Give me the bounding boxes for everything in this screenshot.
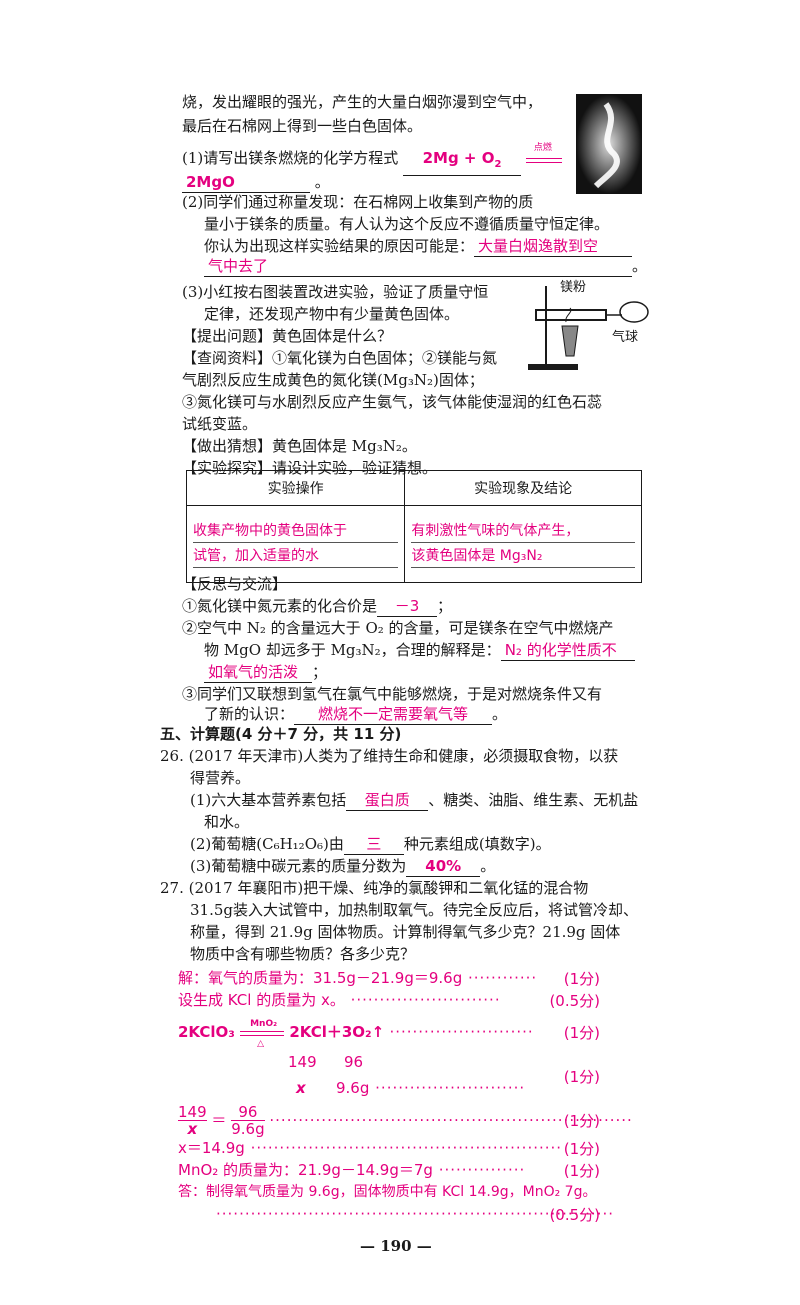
q2-line-2: 量小于镁条的质量。有人认为这个反应不遵循质量守恒定律。 bbox=[204, 215, 610, 233]
q26-s1-2: 和水。 bbox=[204, 813, 250, 831]
q2-line-1: (2)同学们通过称量发现：在石棉网上收集到产物的质 bbox=[182, 193, 534, 211]
sol-answer-dots: ········································… bbox=[216, 1205, 614, 1223]
section-5-title: 五、计算题(4 分＋7 分，共 11 分) bbox=[160, 725, 402, 743]
q26-s1: (1)六大基本营养素包括蛋白质、糖类、油脂、维生素、无机盐 bbox=[190, 791, 639, 811]
q1-answer-left: 2Mg + O2 bbox=[403, 148, 522, 176]
sol-score-mno2: (1分) bbox=[563, 1162, 600, 1180]
apparatus-drawing-icon bbox=[528, 286, 649, 370]
q3-line-1: (3)小红按右图装置改进实验，验证了质量守恒 bbox=[182, 283, 489, 301]
ratio-top-a: 149 bbox=[288, 1053, 317, 1071]
ratio-bot-a: x bbox=[296, 1079, 306, 1097]
q2-answer-1: 大量白烟逸散到空 bbox=[474, 236, 633, 257]
sol-score-1: (1分) bbox=[563, 970, 600, 988]
table-cell-operation: 收集产物中的黄色固体于 试管，加入适量的水 bbox=[185, 505, 406, 583]
q27-line-4: 物质中含有哪些物质？各多少克？ bbox=[190, 945, 416, 963]
table-header-result: 实验现象及结论 bbox=[404, 470, 642, 506]
q1-line: (1)请写出镁条燃烧的化学方程式 2Mg + O2 点燃 bbox=[182, 143, 562, 176]
apparatus-label-mg: 镁粉 bbox=[560, 280, 587, 295]
q26-s2: (2)葡萄糖(C₆H₁₂O₆)由三种元素组成(填数字)。 bbox=[190, 835, 551, 855]
q2-line-3: 你认为出现这样实验结果的原因可能是：大量白烟逸散到空 bbox=[204, 236, 633, 257]
reflect-r1: ①氮化镁中氮元素的化合价是－3； bbox=[182, 597, 453, 617]
q3-ref-4: 试纸变蓝。 bbox=[182, 415, 258, 433]
experiment-table: 实验操作 实验现象及结论 收集产物中的黄色固体于 试管，加入适量的水 有刺激性气… bbox=[185, 470, 642, 583]
eq-condition: MnO₂ △ bbox=[240, 1019, 285, 1049]
q27-line-1: 27. (2017 年襄阳市)把干燥、纯净的氯酸钾和二氧化锰的混合物 bbox=[160, 879, 589, 897]
sol-score-frac: (1分) bbox=[563, 1112, 600, 1130]
table-cell-result: 有刺激性气味的气体产生， 该黄色固体是 Mg₃N₂ bbox=[404, 505, 642, 583]
q26-line-1: 26. (2017 年天津市)人类为了维持生命和健康，必须摄取食物，以获 bbox=[160, 747, 619, 765]
q3-ref-1: 【查阅资料】①氧化镁为白色固体；②镁能与氮 bbox=[182, 349, 498, 367]
magnesium-burning-photo bbox=[576, 94, 642, 194]
q27-line-2: 31.5g装入大试管中，加热制取氧气。待完全反应后，将试管冷却、 bbox=[190, 901, 639, 919]
q1-prompt: (1)请写出镁条燃烧的化学方程式 bbox=[182, 149, 399, 167]
q3-ref-2: 气剧烈反应生成黄色的氮化镁(Mg₃N₂)固体； bbox=[182, 371, 484, 389]
reflect-r3-2: 了新的认识：燃烧不一定需要氧气等。 bbox=[204, 705, 508, 725]
intro-line-1: 烧，发出耀眼的强光，产生的大量白烟弥漫到空气中， bbox=[182, 93, 543, 111]
sol-line-1: 解：氧气的质量为：31.5g－21.9g＝9.6g ············ bbox=[178, 969, 538, 987]
q1-answer-right: 2MgO bbox=[182, 172, 310, 193]
q2-answer-2: 气中去了 bbox=[204, 256, 632, 277]
q2-line-4: 气中去了。 bbox=[204, 256, 647, 277]
sol-line-2: 设生成 KCl 的质量为 x。 ························… bbox=[178, 991, 501, 1009]
sol-answer: 答：制得氧气质量为 9.6g，固体物质中有 KCl 14.9g，MnO₂ 7g。 bbox=[178, 1184, 597, 1200]
sol-score-xval: (1分) bbox=[563, 1140, 600, 1158]
q1-condition: 点燃 bbox=[525, 143, 562, 163]
q3-guess: 【做出猜想】黄色固体是 Mg₃N₂。 bbox=[182, 437, 417, 455]
apparatus-label-balloon: 气球 bbox=[612, 330, 639, 345]
sol-mno2: MnO₂ 的质量为：21.9g－14.9g＝7g ··············· bbox=[178, 1161, 526, 1179]
q26-line-2: 得营养。 bbox=[190, 769, 251, 787]
ratio-top-b: 96 bbox=[344, 1053, 364, 1071]
table-header-operation: 实验操作 bbox=[185, 470, 406, 506]
sol-score-2: (0.5分) bbox=[549, 992, 600, 1010]
apparatus-figure: 镁粉 气球 bbox=[524, 276, 650, 374]
ratio-bot-b: 9.6g ·························· bbox=[336, 1079, 526, 1097]
sol-score-ratio: (1分) bbox=[563, 1068, 600, 1086]
q1-line-2: 2MgO 。 bbox=[182, 172, 330, 193]
sol-score-answer: (0.5分) bbox=[549, 1206, 600, 1224]
reflect-r2-3: 如氧气的活泼； bbox=[204, 662, 327, 683]
reflect-title: 【反思与交流】 bbox=[182, 575, 288, 593]
reflect-r3-1: ③同学们又联想到氢气在氯气中能够燃烧，于是对燃烧条件又有 bbox=[182, 685, 603, 703]
intro-line-2: 最后在石棉网上得到一些白色固体。 bbox=[182, 117, 423, 135]
q3-ref-3: ③氮化镁可与水剧烈反应产生氨气，该气体能使湿润的红色石蕊 bbox=[182, 393, 603, 411]
smoke-plume-icon bbox=[593, 102, 620, 189]
q3-line-2: 定律，还发现产物中有少量黄色固体。 bbox=[204, 305, 460, 323]
sol-equation: 2KClO₃ MnO₂ △ 2KCl＋3O₂↑ ················… bbox=[178, 1019, 534, 1049]
sol-xval: x＝14.9g ································… bbox=[178, 1139, 563, 1157]
q3-ask: 【提出问题】黄色固体是什么？ bbox=[182, 327, 393, 345]
reflect-r2-1: ②空气中 N₂ 的含量远大于 O₂ 的含量，可是镁条在空气中燃烧产 bbox=[182, 619, 614, 637]
reflect-r2-2: 物 MgO 却远多于 Mg₃N₂，合理的解释是：N₂ 的化学性质不 bbox=[204, 640, 635, 661]
q27-line-3: 称量，得到 21.9g 固体物质。计算制得氧气多少克？21.9g 固体 bbox=[190, 923, 621, 941]
sol-score-eq: (1分) bbox=[563, 1024, 600, 1042]
page-number: — 190 — bbox=[360, 1237, 432, 1255]
